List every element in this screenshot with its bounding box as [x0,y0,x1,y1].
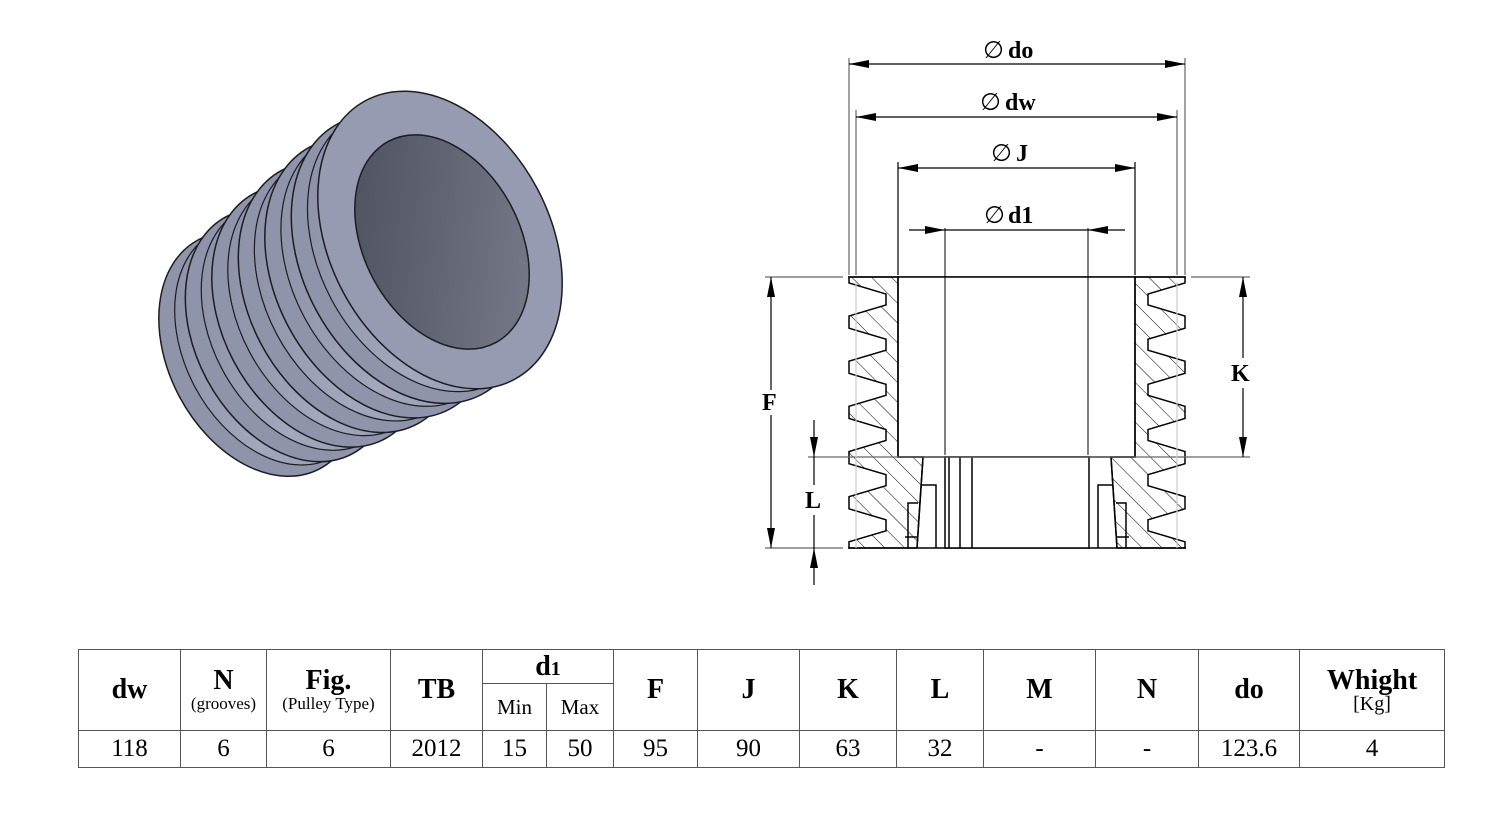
header-d1-min-label: Min [496,694,532,719]
pulley-spec-table: dw N (grooves) Fig. (Pulley Type) TB d1 … [78,649,1446,768]
header-m: M [983,649,1097,731]
table-row: 118 6 6 2012 15 50 95 90 63 32 - - 123.6… [78,730,1446,768]
header-do-label: do [1234,674,1264,705]
groove-profile-right [1111,277,1185,548]
header-d1-index: 1 [550,657,561,680]
dim-label-dw: dw [1005,90,1036,116]
header-j: J [697,649,801,731]
header-f-label: F [646,674,665,705]
dimension-lines [767,60,1247,585]
cell-j: 90 [697,730,801,768]
header-n-sub: (grooves) [190,694,257,713]
table-header-row: dw N (grooves) Fig. (Pulley Type) TB d1 … [78,649,1446,731]
cell-do: 123.6 [1198,730,1301,768]
header-d1: d1 [481,649,615,684]
pulley-section-view: ∅ do ∅ dw ∅ J ∅ d1 F K L [762,36,1250,585]
header-do: do [1198,649,1301,731]
diameter-symbol-d1: ∅ [984,201,1005,229]
cell-n: 6 [180,730,267,768]
header-fig-label: Fig. [305,665,352,696]
header-m-label: M [1026,674,1053,705]
dim-label-do: do [1008,38,1033,64]
header-weight-label: Whight [1326,665,1418,696]
header-fig-sub: (Pulley Type) [282,694,375,713]
bore-hole [354,134,530,350]
cell-fig: 6 [266,730,391,768]
dim-label-d1: d1 [1008,203,1033,229]
header-dw-label: dw [111,674,148,705]
cell-tb: 2012 [390,730,483,768]
table-subheader-row: Min Max [79,683,1445,731]
cell-l: 32 [896,730,985,768]
header-f: F [613,649,699,731]
header-weight: Whight [Kg] [1299,649,1446,731]
header-dw: dw [78,649,181,731]
header-l-label: L [930,674,950,705]
cell-weight: 4 [1299,730,1446,768]
header-l: L [896,649,985,731]
header-k-label: K [837,674,859,705]
cell-m: - [983,730,1097,768]
dim-label-l: L [805,488,821,514]
diameter-symbol-j: ∅ [991,139,1012,167]
groove-profiles [848,276,1186,549]
cell-f: 95 [613,730,699,768]
cell-d1-min: 15 [482,730,547,768]
header-j-label: J [741,674,756,705]
groove-outline-right [1110,276,1186,549]
header-d1-max: Max [545,683,615,731]
header-tb: TB [390,649,483,731]
header-n: N (grooves) [180,649,267,731]
dimension-labels: ∅ do ∅ dw ∅ J ∅ d1 F K L [762,36,1250,514]
cell-n2: - [1095,730,1200,768]
dim-label-j: J [1016,141,1028,167]
section-hatch-left [849,277,923,548]
diameter-symbol-do: ∅ [983,36,1004,64]
header-d1-label: d [535,650,551,682]
header-weight-unit: [Kg] [1353,693,1391,715]
pulley-isometric-view [158,90,563,478]
cell-k: 63 [799,730,898,768]
header-fig: Fig. (Pulley Type) [266,649,391,731]
header-n2: N [1095,649,1200,731]
groove-outline-left [848,276,924,549]
cell-dw: 118 [78,730,181,768]
section-hatch-right [1111,277,1185,548]
header-n-label: N [213,665,234,696]
header-n2-label: N [1136,674,1158,705]
header-d1-min: Min [482,683,547,731]
dim-label-k: K [1231,361,1250,387]
dim-label-f: F [762,390,777,416]
cell-d1-max: 50 [545,730,615,768]
pulley-front-face [317,90,563,390]
header-d1-max-label: Max [560,694,600,719]
diameter-symbol-dw: ∅ [980,88,1001,116]
groove-profile-left [849,277,923,548]
header-k: K [799,649,898,731]
header-tb-label: TB [417,674,456,705]
section-outline [848,228,1186,549]
